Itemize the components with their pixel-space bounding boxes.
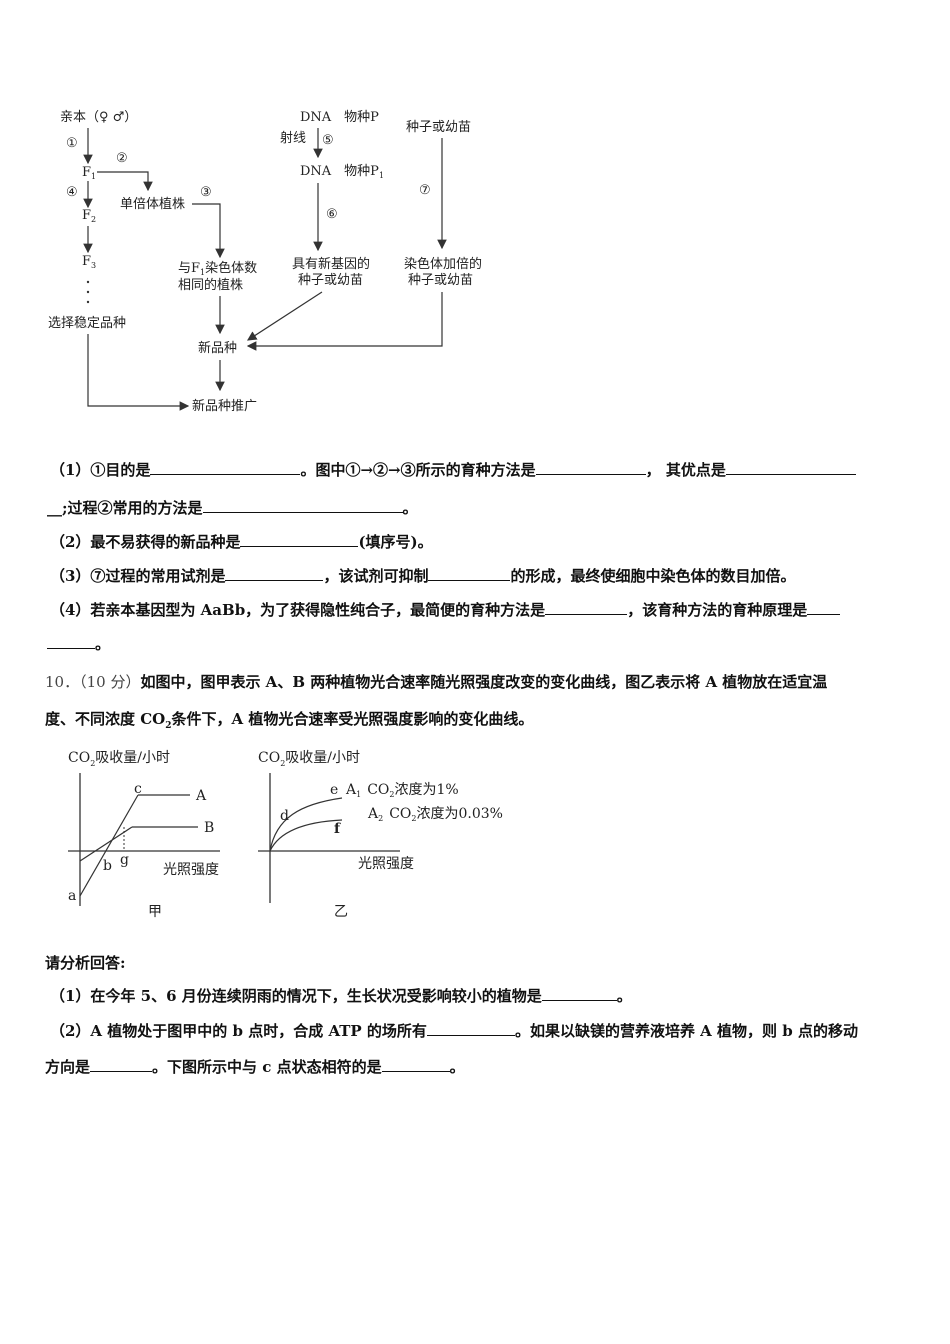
q9-line4: （3）⑦过程的常用试剂是，该试剂可抑制的形成，最终使细胞中染色体的数目加倍。 <box>50 566 796 585</box>
step4-label: ④ <box>66 185 78 200</box>
blank-q3-inhibit[interactable] <box>428 566 511 581</box>
new-gene-label-2: 种子或幼苗 <box>298 273 363 288</box>
blank-q1-step2[interactable] <box>202 498 403 513</box>
step6-label: ⑥ <box>326 207 338 222</box>
jia-ylabel: CO2吸收量/小时 <box>68 750 170 768</box>
new-gene-label-1: 具有新基因的 <box>292 256 370 272</box>
q10-line1: 10．（10 分）如图中，图甲表示 A、B 两种植物光合速率随光照强度改变的变化… <box>45 673 828 691</box>
jia-curve-a-label: A <box>195 788 207 804</box>
q9-line5: （4）若亲本基因型为 AaBb，为了获得隐性纯合子，最简便的育种方法是，该育种方… <box>50 599 841 620</box>
yi-label-e: e <box>330 782 338 798</box>
step2-label: ② <box>116 151 128 166</box>
blank-a1-plant[interactable] <box>541 986 617 1001</box>
arrow-doubled-newvariety <box>246 292 443 351</box>
same-chrom-label-2: 相同的植株 <box>178 277 243 293</box>
jia-label-a: a <box>68 888 76 904</box>
jia-label-b: b <box>103 858 112 874</box>
yi-xlabel: 光照强度 <box>358 856 414 872</box>
doubled-label-1: 染色体加倍的 <box>404 256 482 272</box>
promotion-label: 新品种推广 <box>192 398 257 414</box>
radiation-label: 射线 <box>280 130 306 146</box>
jia-curve-b-label: B <box>204 820 214 836</box>
arrow-f1-haploid <box>97 171 153 192</box>
blank-q1-method[interactable] <box>535 460 646 475</box>
blank-a2-direction[interactable] <box>90 1057 153 1072</box>
f2-label: F2 <box>82 208 96 224</box>
q10-line2: 度、不同浓度 CO2条件下，A 植物光合速率受光照强度影响的变化曲线。 <box>45 710 534 731</box>
analysis-line3: 方向是。下图所示中与 c 点状态相符的是。 <box>45 1057 465 1076</box>
blank-a2-c-state[interactable] <box>381 1057 450 1072</box>
jia-curve-b-rise <box>79 826 133 862</box>
f1-label: F1 <box>82 165 96 181</box>
new-variety-label: 新品种 <box>198 340 237 356</box>
analysis-line1: （1）在今年 5、6 月份连续阴雨的情况下，生长状况受影响较小的植物是。 <box>50 986 632 1005</box>
blank-a2-atp-site[interactable] <box>426 1021 515 1036</box>
doubled-label-2: 种子或幼苗 <box>408 273 473 288</box>
arrow-newgene-newvariety <box>246 291 323 341</box>
jia-xlabel: 光照强度 <box>163 862 219 878</box>
blank-q4-principle-b[interactable] <box>47 634 95 649</box>
breeding-diagram: 亲本（♀ ♂） ① F1 ② ④ F2 F3 选择稳定品种 单倍体植株 ③ 与F… <box>48 110 482 414</box>
dna-p1-label: DNA 物种P1 <box>300 164 384 180</box>
blank-q2-variety[interactable] <box>240 532 359 547</box>
graph-jia: CO2吸收量/小时 c A B g b a 光照强度 甲 <box>68 750 220 920</box>
f3-label: F3 <box>82 254 96 270</box>
analysis-prompt: 请分析回答: <box>45 954 126 972</box>
jia-label-g: g <box>120 852 129 868</box>
yi-ylabel: CO2吸收量/小时 <box>258 750 360 768</box>
parents-label: 亲本（♀ ♂） <box>60 110 137 125</box>
yi-label-d: d <box>280 808 289 824</box>
yi-curve-a2 <box>269 819 343 852</box>
step7-label: ⑦ <box>419 183 431 198</box>
jia-caption: 甲 <box>148 904 162 920</box>
yi-caption: 乙 <box>334 904 348 920</box>
q9-line1: （1）①目的是。图中①→②→③所示的育种方法是， 其优点是 <box>50 459 856 480</box>
blank-q4-method[interactable] <box>545 600 628 615</box>
yi-curve-a1 <box>269 797 343 852</box>
select-stable-label: 选择稳定品种 <box>48 315 126 331</box>
yi-label-f: f <box>334 821 341 837</box>
arrow-stable-promotion <box>87 334 190 411</box>
blank-q4-principle-a[interactable] <box>807 600 841 615</box>
haploid-label: 单倍体植株 <box>120 197 185 212</box>
step5-label: ⑤ <box>322 133 334 148</box>
step1-label: ① <box>66 136 78 151</box>
q9-line6: 。 <box>47 633 110 654</box>
jia-curve-a-rise <box>79 794 139 897</box>
jia-label-c: c <box>134 781 142 797</box>
same-chrom-label-1: 与F1染色体数 <box>178 260 257 277</box>
blank-q1-advantage[interactable] <box>725 460 856 475</box>
dna-p-label: DNA 物种P <box>300 110 379 125</box>
analysis-line2: （2）A 植物处于图甲中的 b 点时，合成 ATP 的场所有。如果以缺镁的营养液… <box>50 1021 858 1040</box>
blank-q3-reagent[interactable] <box>225 566 324 581</box>
q9-line2: __;过程②常用的方法是。 <box>47 498 418 517</box>
arrow-haploid-same <box>192 203 225 259</box>
step3-label: ③ <box>200 185 212 200</box>
seed-top-label: 种子或幼苗 <box>406 120 471 135</box>
ellipsis-dots <box>86 280 90 304</box>
q9-line3: （2）最不易获得的新品种是(填序号)。 <box>50 532 433 551</box>
blank-q1-purpose[interactable] <box>150 460 301 475</box>
